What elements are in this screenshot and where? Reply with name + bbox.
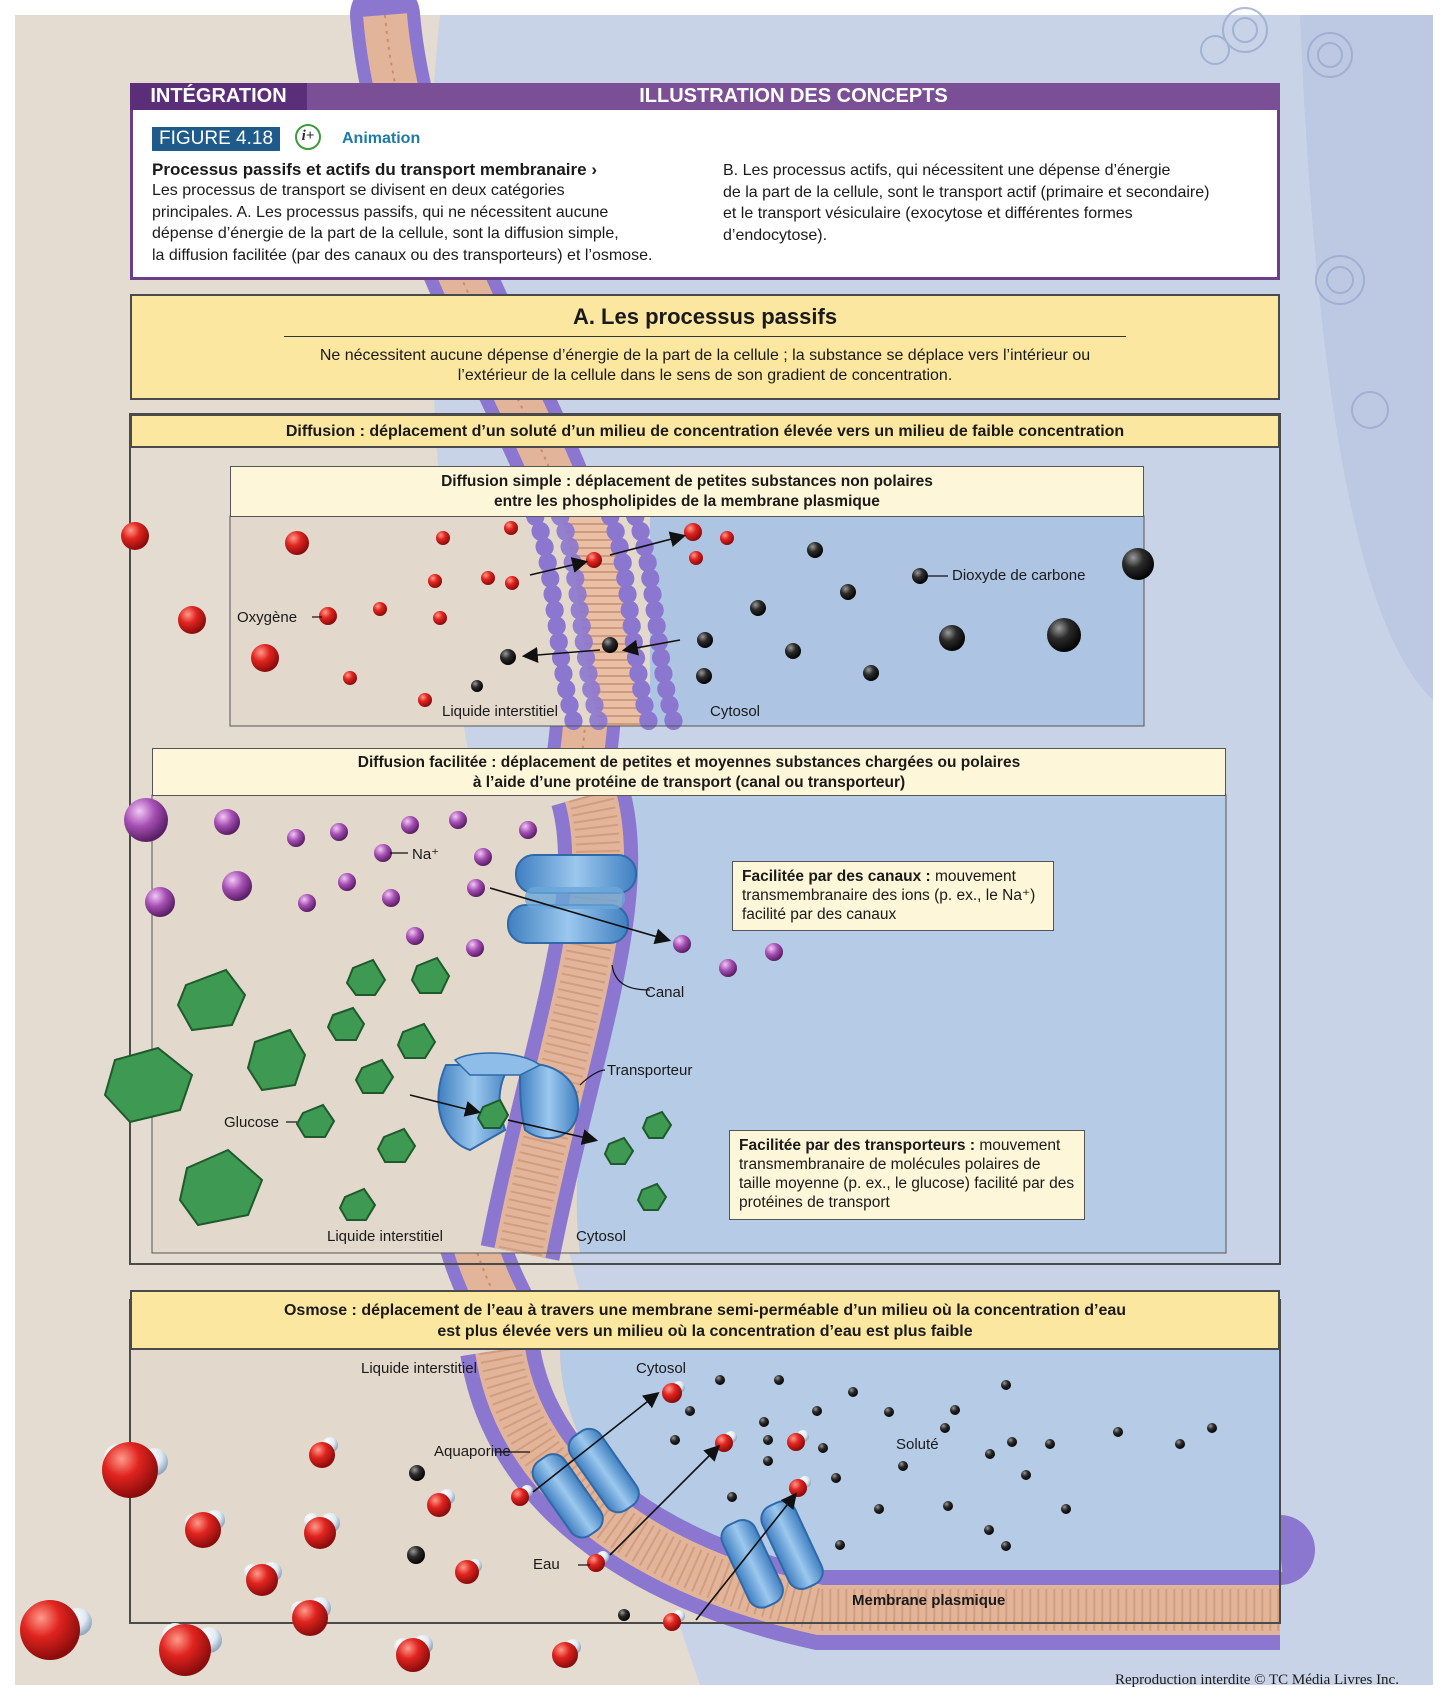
heading-line: Osmose : déplacement de l’eau à travers … (283, 1302, 1127, 1319)
title-line: entre les phospholipides de la membrane … (494, 493, 880, 510)
interstitial-fluid-label: Liquide interstitiel (442, 703, 558, 720)
figure-title: Processus passifs et actifs du transport… (152, 160, 597, 179)
title-line: Diffusion facilitée : déplacement de pet… (357, 754, 1021, 771)
figure-number: FIGURE 4.18 (152, 127, 281, 151)
intro-a-line: la diffusion facilitée (par des canaux o… (152, 246, 653, 264)
section-a-divider (284, 336, 1126, 337)
intro-b-line: d’endocytose). (723, 226, 828, 244)
aquaporin-protein (720, 1500, 824, 1609)
movement-arrows (409, 531, 797, 1621)
sodium-label: Na⁺ (412, 846, 440, 863)
carrier-info-bold: Facilitée par des transporteurs : (739, 1137, 976, 1154)
carrier-info-box: Facilitée par des transporteurs : mouvem… (729, 1130, 1085, 1220)
intro-text-a: Les processus de transport se divisent e… (152, 180, 712, 266)
intro-b-line: de la part de la cellule, sont le transp… (723, 183, 1210, 201)
water-label: Eau (533, 1556, 560, 1573)
animation-link[interactable]: Animation (342, 130, 421, 147)
vesicle-decoration (1200, 7, 1389, 429)
subtitle-line: l’extérieur de la cellule dans le sens d… (457, 367, 953, 384)
section-a-box: A. Les processus passifs Ne nécessitent … (130, 294, 1280, 400)
carbon-dioxide-molecules (471, 542, 1154, 692)
intro-a-line: dépense d’énergie de la part de la cellu… (152, 225, 619, 242)
channel-label: Canal (645, 984, 685, 1001)
channel-protein (507, 854, 637, 944)
simple-diffusion-title: Diffusion simple : déplacement de petite… (230, 466, 1144, 517)
solute-particles (407, 1375, 1217, 1621)
diffusion-heading-box: Diffusion : déplacement d’un soluté d’un… (130, 414, 1280, 448)
leader-lines (286, 575, 948, 1566)
aquaporin-label: Aquaporine (434, 1443, 511, 1460)
carrier-info-text: mouvement transmembranaire de molécules … (739, 1137, 1075, 1211)
title-line: Diffusion simple : déplacement de petite… (441, 473, 933, 490)
plasma-membrane-label: Membrane plasmique (852, 1592, 1006, 1609)
animation-icon[interactable]: i+ (295, 124, 321, 150)
channel-info-text: mouvement transmembranaire des ions (p. … (742, 868, 1036, 923)
interstitial-fluid-label: Liquide interstitiel (327, 1228, 443, 1245)
glucose-label: Glucose (224, 1114, 280, 1131)
intro-b-line: B. Les processus actifs, qui nécessitent… (723, 162, 1171, 179)
banner-title: ILLUSTRATION DES CONCEPTS (639, 85, 948, 107)
integration-tag: INTÉGRATION (130, 83, 307, 110)
intro-b-line: et le transport vésiculaire (exocytose e… (723, 205, 1133, 222)
osmosis-heading-box: Osmose : déplacement de l’eau à travers … (130, 1290, 1280, 1350)
osmosis-heading: Osmose : déplacement de l’eau à travers … (132, 1300, 1278, 1342)
intro-a-line: Les processus de transport se divisent e… (152, 182, 565, 199)
section-a-subtitle: Ne nécessitent aucune dépense d’énergie … (132, 346, 1278, 386)
diffusion-heading: Diffusion : déplacement d’un soluté d’un… (285, 423, 1125, 440)
header-panel (130, 83, 1280, 280)
copyright-notice: Reproduction interdite © TC Média Livres… (1115, 1672, 1399, 1688)
sodium-ions (124, 798, 783, 977)
channel-info-box: Facilitée par des canaux : mouvement tra… (732, 861, 1054, 931)
cytosol-label: Cytosol (576, 1228, 627, 1245)
carrier-label: Transporteur (607, 1062, 693, 1079)
cytosol-label: Cytosol (710, 703, 761, 720)
co2-label: Dioxyde de carbone (952, 567, 1086, 584)
simple-diffusion-panel (229, 507, 1145, 735)
heading-line: est plus élevée vers un milieu où la con… (437, 1323, 973, 1340)
header-banner: INTÉGRATION ILLUSTRATION DES CONCEPTS (130, 83, 1280, 110)
water-molecules (20, 1381, 811, 1676)
intro-a-line: principales. A. Les processus passifs, q… (152, 203, 609, 221)
channel-info-bold: Facilitée par des canaux : (742, 868, 931, 885)
interstitial-fluid-label: Liquide interstitiel (361, 1360, 477, 1377)
cytosol-label: Cytosol (636, 1360, 687, 1377)
glucose-molecules (103, 956, 673, 1227)
intro-text-b: B. Les processus actifs, qui nécessitent… (723, 160, 1263, 246)
section-a-title: A. Les processus passifs (572, 304, 838, 329)
facilitated-diffusion-title: Diffusion facilitée : déplacement de pet… (152, 748, 1226, 796)
oxygen-label: Oxygène (237, 609, 298, 626)
solute-label: Soluté (896, 1436, 939, 1453)
title-line: à l’aide d’une protéine de transport (ca… (472, 774, 906, 791)
subtitle-line: Ne nécessitent aucune dépense d’énergie … (319, 347, 1091, 364)
oxygen-molecules (121, 521, 734, 707)
osmosis-panel (129, 1299, 1281, 1650)
